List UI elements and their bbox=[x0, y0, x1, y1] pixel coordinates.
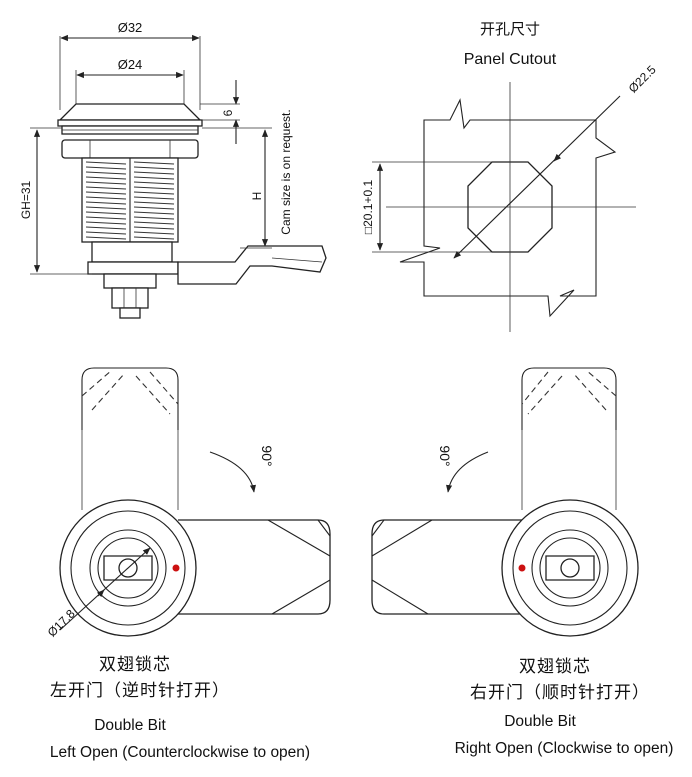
side-view: Ø32 Ø24 6 bbox=[19, 20, 327, 319]
thread-line bbox=[133, 211, 175, 215]
dim-inner-diameter: Ø24 bbox=[118, 57, 143, 72]
right-caption-cn-1: 双翅锁芯 bbox=[519, 657, 591, 677]
thread-line bbox=[133, 216, 175, 220]
left-caption-cn-1: 双翅锁芯 bbox=[99, 655, 171, 675]
indicator-dot bbox=[518, 564, 526, 572]
thread-line bbox=[85, 211, 127, 215]
thread-line bbox=[85, 226, 127, 230]
thread-line bbox=[133, 166, 175, 170]
dim-gh: GH=31 bbox=[19, 180, 33, 219]
thread-line bbox=[85, 191, 127, 195]
thread-line bbox=[133, 186, 175, 190]
thread-line bbox=[133, 226, 175, 230]
left-caption-en-2: Left Open (Counterclockwise to open) bbox=[49, 744, 311, 761]
left-open-view: 90° Ø17.8 bbox=[45, 367, 331, 640]
left-rotation-label: 90° bbox=[259, 445, 275, 466]
thread-line bbox=[85, 176, 127, 180]
right-rotation-label: 90° bbox=[437, 445, 453, 466]
thread-line bbox=[133, 231, 175, 235]
panel-cutout-view: 开孔尺寸 Panel Cutout Ø22.5 □20.1+0.1 bbox=[361, 21, 659, 332]
thread-line bbox=[85, 186, 127, 190]
thread-line bbox=[133, 221, 175, 225]
right-caption-cn-2: 右开门（顺时针打开） bbox=[470, 683, 650, 703]
cutout-dim-diameter: Ø22.5 bbox=[626, 62, 659, 95]
thread-line bbox=[85, 216, 127, 220]
cutout-title-cn: 开孔尺寸 bbox=[480, 21, 540, 38]
left-caption-cn-2: 左开门（逆时针打开） bbox=[50, 681, 230, 701]
thread-line bbox=[133, 171, 175, 175]
cutout-title-en: Panel Cutout bbox=[464, 51, 557, 68]
thread-line bbox=[85, 221, 127, 225]
right-caption-en-1: Double Bit bbox=[504, 713, 576, 730]
thread-line bbox=[85, 201, 127, 205]
right-open-view: 90° bbox=[371, 367, 639, 637]
thread-line bbox=[85, 181, 127, 185]
dim-flange-height: 6 bbox=[221, 109, 235, 116]
thread-line bbox=[85, 161, 127, 165]
thread-line bbox=[85, 206, 127, 210]
thread-line bbox=[133, 176, 175, 180]
thread-line bbox=[85, 196, 127, 200]
thread-line bbox=[133, 206, 175, 210]
left-caption-en-1: Double Bit bbox=[94, 717, 166, 734]
thread-line bbox=[133, 201, 175, 205]
dim-h: H bbox=[250, 192, 264, 201]
thread-line bbox=[133, 196, 175, 200]
thread-line bbox=[85, 171, 127, 175]
right-caption-en-2: Right Open (Clockwise to open) bbox=[454, 740, 674, 757]
dim-outer-diameter: Ø32 bbox=[118, 20, 143, 35]
thread-line bbox=[133, 161, 175, 165]
thread-lines bbox=[85, 161, 175, 240]
thread-line bbox=[85, 236, 127, 240]
cutout-dim-square: □20.1+0.1 bbox=[361, 180, 375, 235]
left-dim-diameter: Ø17.8 bbox=[45, 606, 78, 639]
thread-line bbox=[85, 231, 127, 235]
indicator-dot bbox=[172, 564, 180, 572]
thread-line bbox=[133, 191, 175, 195]
thread-line bbox=[85, 166, 127, 170]
thread-line bbox=[133, 181, 175, 185]
cam-size-note: Cam size is on request. bbox=[279, 109, 293, 234]
thread-line bbox=[133, 236, 175, 240]
